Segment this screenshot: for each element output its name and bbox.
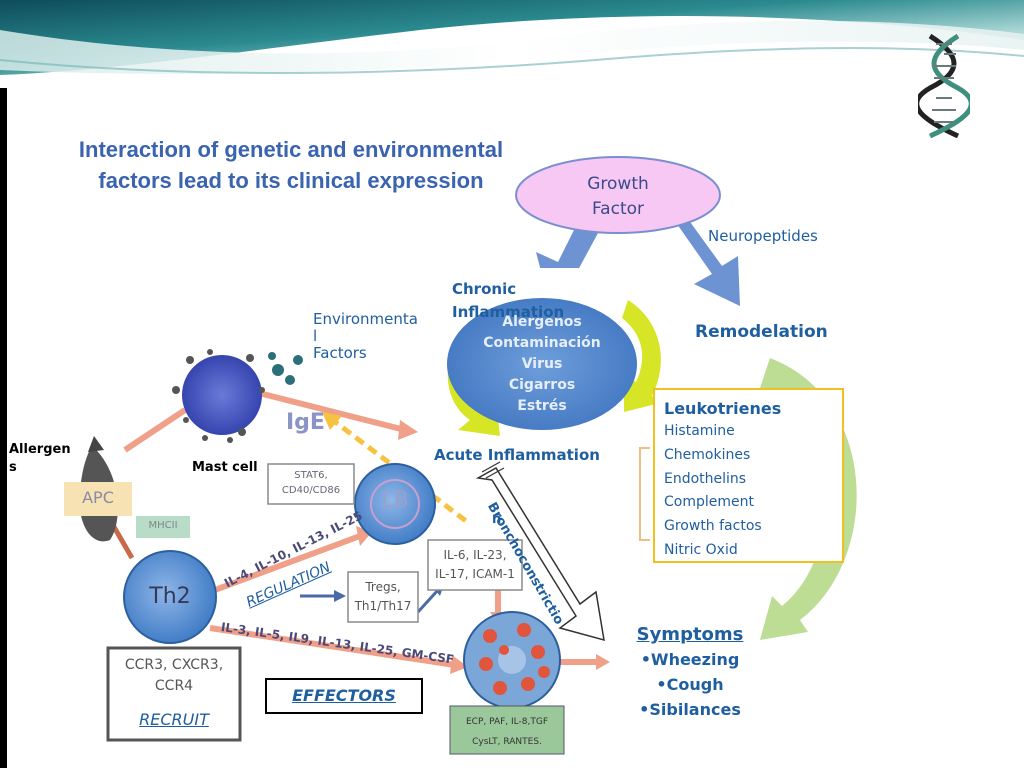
leukotriene-item: Histamine bbox=[664, 423, 735, 439]
recruit-label: RECRUIT bbox=[139, 710, 209, 729]
mhcii-label: MHCII bbox=[148, 520, 178, 531]
stat-line1: STAT6, bbox=[294, 470, 328, 481]
bronchoconstriction-arrow bbox=[475, 466, 605, 642]
symptom-item: •Sibilances bbox=[639, 700, 741, 719]
ccr-line2: CCR4 bbox=[154, 678, 194, 694]
th2-cell bbox=[123, 550, 217, 644]
symptoms-title: Symptoms bbox=[636, 624, 744, 645]
growth-right-arrow bbox=[670, 208, 740, 306]
leukotriene-item: Complement bbox=[664, 494, 754, 511]
neuropeptides-label: Neuropeptides bbox=[708, 227, 818, 245]
growth-factor-ellipse bbox=[515, 156, 721, 234]
il6-label: IL-6, IL-23, IL-17, ICAM-1 bbox=[428, 546, 522, 584]
stat-line2: CD40/CD86 bbox=[281, 485, 341, 496]
central-item: Virus bbox=[521, 356, 563, 372]
leukotriene-item: Endothelins bbox=[664, 470, 747, 487]
growth-factor-line1: Growth bbox=[587, 174, 649, 194]
apc-label: APC bbox=[82, 488, 114, 507]
symptoms-block: Symptoms •Wheezing •Cough •Sibilances bbox=[630, 623, 750, 722]
allergens-label: Allergen s bbox=[9, 441, 71, 477]
tregs-label: Tregs, Th1/Th17 bbox=[348, 578, 418, 616]
leukotriene-item: Growth factos bbox=[664, 518, 762, 535]
central-item: Alergenos bbox=[502, 314, 582, 330]
leukotrienes-box: Leukotrienes Histamine Chemokines Endoth… bbox=[653, 388, 844, 563]
mast-cell-graphic bbox=[172, 349, 303, 443]
left-edge-bar bbox=[0, 88, 7, 768]
ccr-line1: CCR3, CXCR3, bbox=[124, 657, 224, 673]
env-line2: l bbox=[313, 327, 318, 345]
central-item: Cigarros bbox=[508, 377, 576, 393]
lb-cell bbox=[354, 463, 436, 545]
leukotriene-item: Nitric Oxid bbox=[664, 541, 738, 558]
ccr-label: CCR3, CXCR3, CCR4 bbox=[108, 655, 240, 697]
symptom-item: •Wheezing bbox=[640, 650, 740, 669]
ecp-line1: ECP, PAF, IL-8,TGF bbox=[465, 717, 549, 727]
growth-factor-line2: Factor bbox=[591, 199, 645, 219]
tregs-line1: Tregs, bbox=[365, 580, 401, 594]
acute-inflammation-label: Acute Inflammation bbox=[434, 446, 600, 464]
symptom-item: •Cough bbox=[656, 675, 724, 694]
chronic-line2: Inflammation bbox=[452, 303, 565, 321]
header-banner bbox=[0, 0, 1024, 88]
environmental-factors-label: Environmenta l Factors bbox=[313, 311, 418, 362]
leukotriene-item: Chemokines bbox=[664, 446, 751, 463]
mast-cell-label: Mast cell bbox=[192, 460, 258, 475]
env-line3: Factors bbox=[313, 344, 367, 362]
ecp-line2: CysLT, RANTES. bbox=[472, 737, 542, 747]
slide-title-line1: Interaction of genetic and environmental bbox=[78, 137, 504, 162]
tregs-line2: Th1/Th17 bbox=[354, 599, 412, 613]
th2-label: Th2 bbox=[149, 584, 191, 609]
allergens-line1: Allergen bbox=[9, 442, 71, 457]
stat-label: STAT6, CD40/CD86 bbox=[268, 468, 354, 498]
dna-helix-icon bbox=[918, 33, 970, 138]
allergens-line2: s bbox=[9, 460, 17, 475]
remodelation-label: Remodelation bbox=[695, 322, 828, 342]
il6-line1: IL-6, IL-23, bbox=[443, 548, 507, 562]
lb-label: LB bbox=[381, 488, 409, 513]
eosinophil-cell bbox=[463, 611, 561, 709]
central-item: Contaminación bbox=[483, 335, 601, 351]
growth-factor-label: Growth Factor bbox=[566, 172, 670, 222]
leukotrienes-title: Leukotrienes bbox=[664, 399, 782, 418]
il6-line2: IL-17, ICAM-1 bbox=[435, 567, 515, 581]
environmental-factors-list: Alergenos Contaminación Virus Cigarros E… bbox=[462, 312, 622, 417]
env-line1: Environmenta bbox=[313, 310, 418, 328]
chronic-inflammation-label: Chronic Inflammation bbox=[452, 278, 564, 324]
environmental-factors-ellipse bbox=[447, 298, 637, 430]
central-item: Estrés bbox=[517, 398, 567, 414]
apc-box bbox=[64, 482, 132, 516]
ecp-label: ECP, PAF, IL-8,TGF CysLT, RANTES. bbox=[450, 712, 564, 752]
slide-title: Interaction of genetic and environmental… bbox=[56, 134, 526, 196]
chronic-line1: Chronic bbox=[452, 280, 517, 298]
ige-label: IgE bbox=[286, 410, 325, 435]
broncho-tail: n bbox=[492, 512, 502, 527]
effectors-box: EFFECTORS bbox=[265, 678, 423, 714]
slide-title-line2: factors lead to its clinical expression bbox=[98, 168, 484, 193]
